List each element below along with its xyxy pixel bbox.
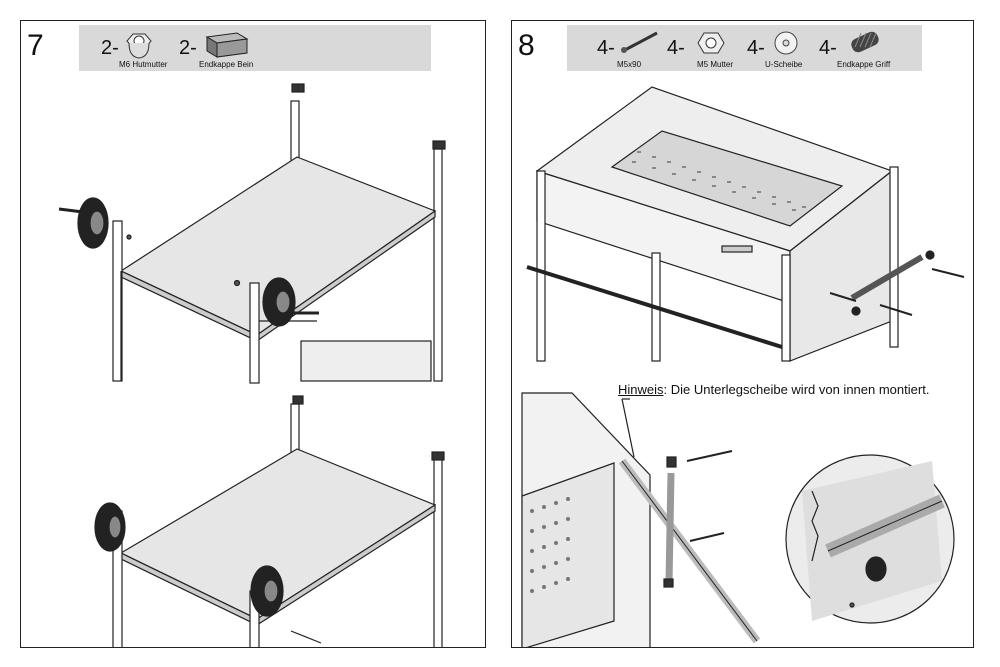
leg [536,170,546,362]
step-7-panel: 7 2- M6 Hutmutter 2- Endkappe Bein [20,20,486,648]
part-qty: 2- [179,37,197,59]
rear-right-leg [433,148,443,382]
step-8-panel: 8 4- M5x90 4- M5 Mutter 4- U-Scheibe [511,20,974,648]
parts-bar: 2- M6 Hutmutter 2- Endkappe Bein [79,25,431,71]
leg-end-cap [291,83,305,93]
part-qty: 4- [747,37,765,59]
leg-end-cap [432,140,446,150]
handle-bar [526,265,783,349]
rear-left-leg [290,100,300,164]
front-right-leg [249,282,260,384]
part-label: Endkappe Bein [199,60,254,69]
step-8-illustration [521,86,965,647]
front-left-leg [112,220,123,382]
part-label: M5 Mutter [697,60,734,69]
handle-bar [850,254,924,301]
step-number: 8 [518,29,535,62]
part-qty: 4- [597,37,615,59]
lower-panel [300,340,432,382]
note-text: : Die Unterlegscheibe wird von innen mon… [663,382,930,397]
part-label: U-Scheibe [765,60,803,69]
end-cap-handle-icon [851,31,879,53]
cap-nut-icon [126,33,152,59]
leg [781,254,791,362]
handle-detail [665,472,675,584]
parts-bar: 4- M5x90 4- M5 Mutter 4- U-Scheibe 4- [567,25,922,71]
washer-icon [774,31,798,55]
part-label: M5x90 [617,60,642,69]
part-qty: 2- [101,37,119,59]
leg [889,166,899,348]
end-cap-leg-icon [205,32,249,58]
step-7-illustration [58,83,446,647]
bolt-icon [621,31,658,53]
part-label: M6 Hutmutter [119,60,168,69]
step-number: 7 [27,29,44,62]
note-keyword: Hinweis [618,382,664,397]
part-qty: 4- [819,37,837,59]
part-label: Endkappe Griff [837,60,891,69]
assembly-note: Hinweis: Die Unterlegscheibe wird von in… [618,382,929,397]
part-qty: 4- [667,37,685,59]
nut-icon [697,32,725,54]
